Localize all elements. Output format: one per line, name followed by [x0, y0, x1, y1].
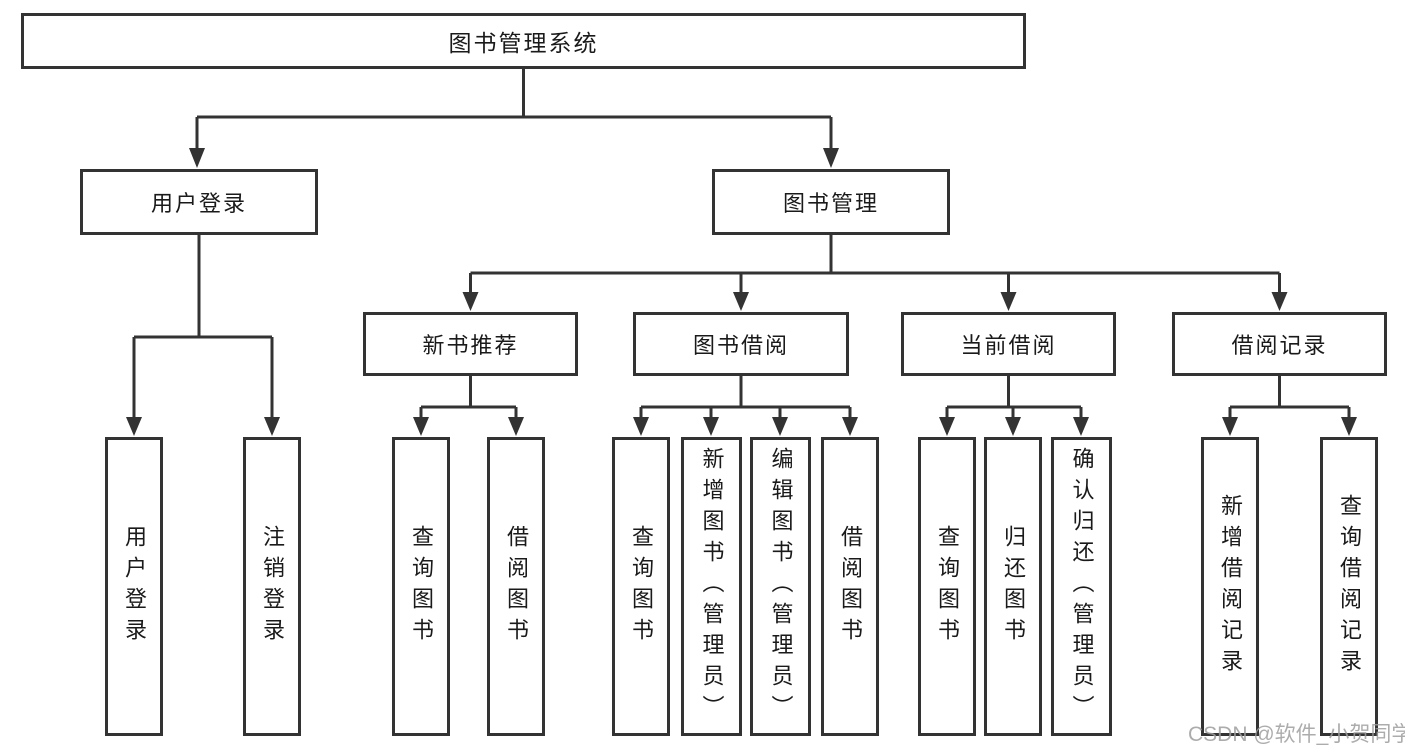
arrow-to-leaf-user-login	[126, 417, 142, 436]
leaf-bb-query-book: 查询图书	[612, 437, 670, 736]
csdn-watermark: CSDN @软件_小贺同学	[1188, 723, 1405, 746]
leaf-logout-label: 注销登录	[260, 524, 285, 649]
leaf-cb-query-book-label: 查询图书	[935, 524, 960, 649]
leaf-logout: 注销登录	[243, 437, 301, 736]
node-root-label: 图书管理系统	[448, 30, 599, 56]
edge-root-to-level2	[195, 69, 833, 149]
arrow-to-bb-borrow-book	[842, 417, 858, 436]
leaf-cb-return-book: 归还图书	[984, 437, 1042, 736]
leaf-user-login-label: 用户登录	[122, 524, 147, 649]
leaf-bb-add-book-admin: 新增图书（管理员）	[681, 437, 742, 736]
leaf-rec-query-book: 查询图书	[392, 437, 450, 736]
node-current-borrow: 当前借阅	[901, 312, 1116, 376]
arrow-to-rec-borrow-book	[508, 417, 524, 436]
leaf-cb-confirm-return-admin: 确认归还（管理员）	[1051, 437, 1112, 736]
node-book-management: 图书管理	[712, 169, 950, 235]
leaf-cb-return-book-label: 归还图书	[1001, 524, 1026, 649]
edge-user-login-to-leaves	[132, 235, 274, 418]
arrow-to-new-book-recommend	[462, 292, 479, 311]
leaf-bb-query-book-label: 查询图书	[629, 524, 654, 649]
arrow-to-rec-query-book	[413, 417, 429, 436]
node-new-book-recommend: 新书推荐	[363, 312, 578, 376]
node-borrow-records-label: 借阅记录	[1231, 333, 1328, 358]
arrow-to-user-login	[189, 148, 205, 168]
leaf-br-add-record: 新增借阅记录	[1201, 437, 1259, 736]
arrow-to-br-add-record	[1222, 417, 1238, 436]
arrow-to-bb-query-book	[633, 417, 649, 436]
arrow-to-cb-return-book	[1005, 417, 1021, 436]
arrow-to-book-management	[823, 148, 839, 168]
arrow-to-current-borrow	[1000, 292, 1017, 311]
arrow-to-bb-edit-book	[772, 417, 788, 436]
leaf-rec-borrow-book: 借阅图书	[487, 437, 545, 736]
arrow-to-borrow-records	[1271, 292, 1288, 311]
node-user-login: 用户登录	[80, 169, 318, 235]
node-borrow-records: 借阅记录	[1172, 312, 1387, 376]
node-book-borrow-label: 图书借阅	[692, 333, 789, 358]
leaf-cb-query-book: 查询图书	[918, 437, 976, 736]
node-new-book-recommend-label: 新书推荐	[422, 333, 519, 358]
arrow-to-book-borrow	[733, 292, 749, 311]
leaf-user-login: 用户登录	[105, 437, 163, 736]
leaf-bb-edit-book-admin: 编辑图书（管理员）	[750, 437, 811, 736]
arrow-to-bb-add-book	[703, 417, 719, 436]
leaf-rec-query-book-label: 查询图书	[409, 524, 434, 649]
arrow-to-cb-confirm-return	[1073, 417, 1089, 436]
node-book-management-label: 图书管理	[782, 191, 879, 216]
leaf-cb-confirm-return-admin-label: 确认归还（管理员）	[1069, 447, 1095, 726]
node-user-login-label: 用户登录	[150, 191, 247, 216]
edge-borrow-records-to-leaves	[1228, 376, 1351, 418]
edge-book-management-to-level3	[469, 235, 1281, 293]
arrow-to-leaf-logout	[264, 417, 280, 436]
leaf-rec-borrow-book-label: 借阅图书	[504, 524, 529, 649]
node-book-borrow: 图书借阅	[633, 312, 849, 376]
leaf-bb-add-book-admin-label: 新增图书（管理员）	[699, 447, 725, 726]
leaf-bb-edit-book-admin-label: 编辑图书（管理员）	[768, 447, 794, 726]
leaf-bb-borrow-book: 借阅图书	[821, 437, 879, 736]
edge-new-book-recommend-to-leaves	[419, 376, 518, 418]
node-current-borrow-label: 当前借阅	[960, 333, 1057, 358]
arrow-to-br-query-record	[1341, 417, 1357, 436]
leaf-br-add-record-label: 新增借阅记录	[1218, 493, 1243, 680]
edge-current-borrow-to-leaves	[945, 376, 1083, 418]
leaf-br-query-record: 查询借阅记录	[1320, 437, 1378, 736]
arrow-to-cb-query-book	[939, 417, 955, 436]
node-root: 图书管理系统	[21, 13, 1026, 69]
edge-book-borrow-to-leaves	[639, 376, 852, 418]
leaf-bb-borrow-book-label: 借阅图书	[838, 524, 863, 649]
leaf-br-query-record-label: 查询借阅记录	[1337, 493, 1362, 680]
